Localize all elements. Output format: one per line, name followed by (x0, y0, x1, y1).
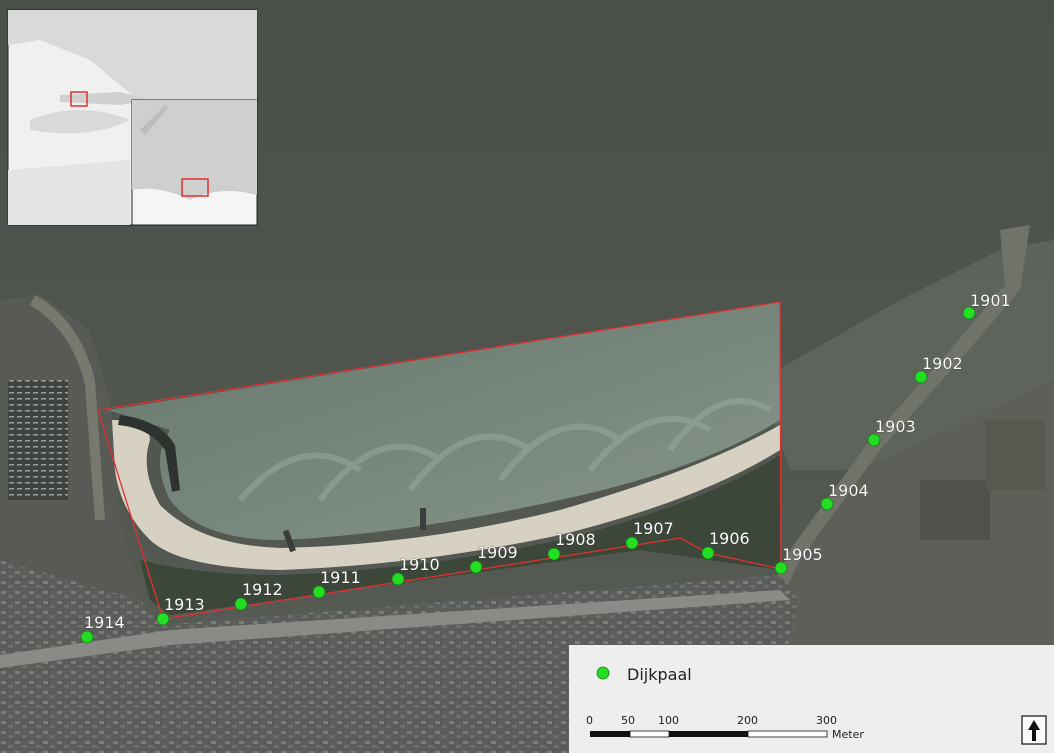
north-arrow-icon (1021, 715, 1047, 745)
dijkpaal-marker-1911 (312, 585, 326, 599)
dijkpaal-marker-1904 (820, 497, 834, 511)
dijkpaal-label-1906: 1906 (709, 529, 750, 548)
groyne (420, 508, 426, 530)
dijkpaal-label-1901: 1901 (970, 291, 1011, 310)
scale-tick-50: 50 (621, 714, 635, 727)
dijkpaal-markers: 1901 1902 1903 1904 1905 1906 1907 1908 1909 1910… (80, 291, 1011, 644)
field (920, 480, 990, 540)
dijkpaal-label-1912: 1912 (242, 580, 283, 599)
groyne (118, 415, 180, 492)
sandbars (237, 398, 772, 502)
legend-marker-icon (596, 666, 610, 680)
scale-bar: 0 50 100 200 300 Meter (586, 714, 864, 741)
field (985, 420, 1045, 490)
bay-shallow (108, 302, 780, 540)
dijkpaal-label-1903: 1903 (875, 417, 916, 436)
dijkpaal-marker-1902 (914, 370, 928, 384)
dijkpaal-marker-1906 (701, 546, 715, 560)
dunes (140, 455, 780, 615)
dijkpaal-marker-1913 (156, 612, 170, 626)
dijkpaal-label-1913: 1913 (164, 595, 205, 614)
dijkpaal-label-1914: 1914 (84, 613, 125, 632)
legend-item-label: Dijkpaal (627, 665, 692, 684)
scale-tick-300: 300 (816, 714, 837, 727)
dijkpaal-label-1910: 1910 (399, 555, 440, 574)
detail-inset (131, 99, 258, 226)
dijkpaal-marker-1907 (625, 536, 639, 550)
beach (112, 420, 780, 570)
dijkpaal-label-1911: 1911 (320, 568, 361, 587)
dijkpaal-marker-1903 (867, 433, 881, 447)
east-dike (770, 225, 1030, 600)
scale-tick-0: 0 (586, 714, 593, 727)
dijkpaal-marker-1901 (962, 306, 976, 320)
dijkpaal-marker-1912 (234, 597, 248, 611)
scale-tick-200: 200 (737, 714, 758, 727)
dijkpaal-marker-1908 (547, 547, 561, 561)
dijkpaal-label-1908: 1908 (555, 530, 596, 549)
scale-tick-100: 100 (658, 714, 679, 727)
dijkpaal-marker-1905 (774, 561, 788, 575)
marina (8, 380, 68, 500)
groyne (282, 529, 296, 553)
dijkpaal-marker-1909 (469, 560, 483, 574)
dijkpaal-label-1902: 1902 (922, 354, 963, 373)
dijkpaal-label-1907: 1907 (633, 519, 674, 538)
tidal-flat (760, 240, 1054, 470)
south-road (0, 590, 790, 668)
left-dike (30, 295, 105, 520)
dijkpaal-marker-1910 (391, 572, 405, 586)
dijkpaal-label-1904: 1904 (828, 481, 869, 500)
scale-unit: Meter (832, 728, 864, 741)
dijkpaal-marker-1914 (80, 630, 94, 644)
dijkpaal-label-1909: 1909 (477, 543, 518, 562)
dijkpaal-label-1905: 1905 (782, 545, 823, 564)
